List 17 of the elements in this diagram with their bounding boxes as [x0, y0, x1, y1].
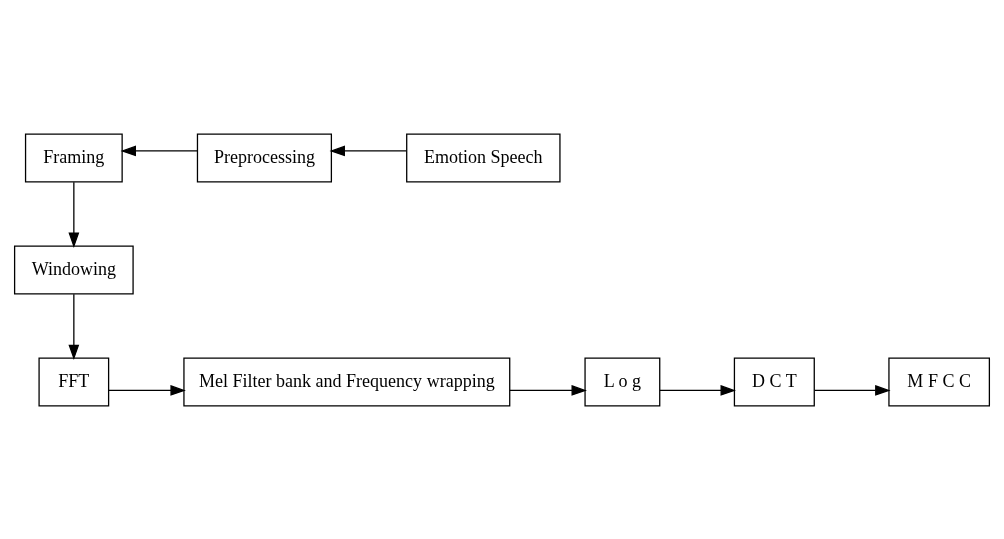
node-box: Mel Filter bank and Frequency wrapping	[183, 357, 511, 406]
arrow	[108, 384, 186, 396]
arrow	[68, 181, 80, 248]
node-box: M F C C	[888, 357, 991, 406]
node-box: Emotion Speech	[406, 133, 561, 182]
arrow	[329, 144, 407, 156]
arrow	[509, 384, 587, 396]
arrow	[68, 293, 80, 360]
node-box: FFT	[38, 357, 110, 406]
arrow	[814, 384, 891, 396]
arrow	[659, 384, 736, 396]
node-box: Windowing	[13, 245, 134, 294]
node-box: L o g	[584, 357, 661, 406]
node-box: D C T	[733, 357, 815, 406]
node-box: Preprocessing	[196, 133, 333, 182]
arrow	[120, 144, 198, 156]
node-box: Framing	[24, 133, 123, 182]
